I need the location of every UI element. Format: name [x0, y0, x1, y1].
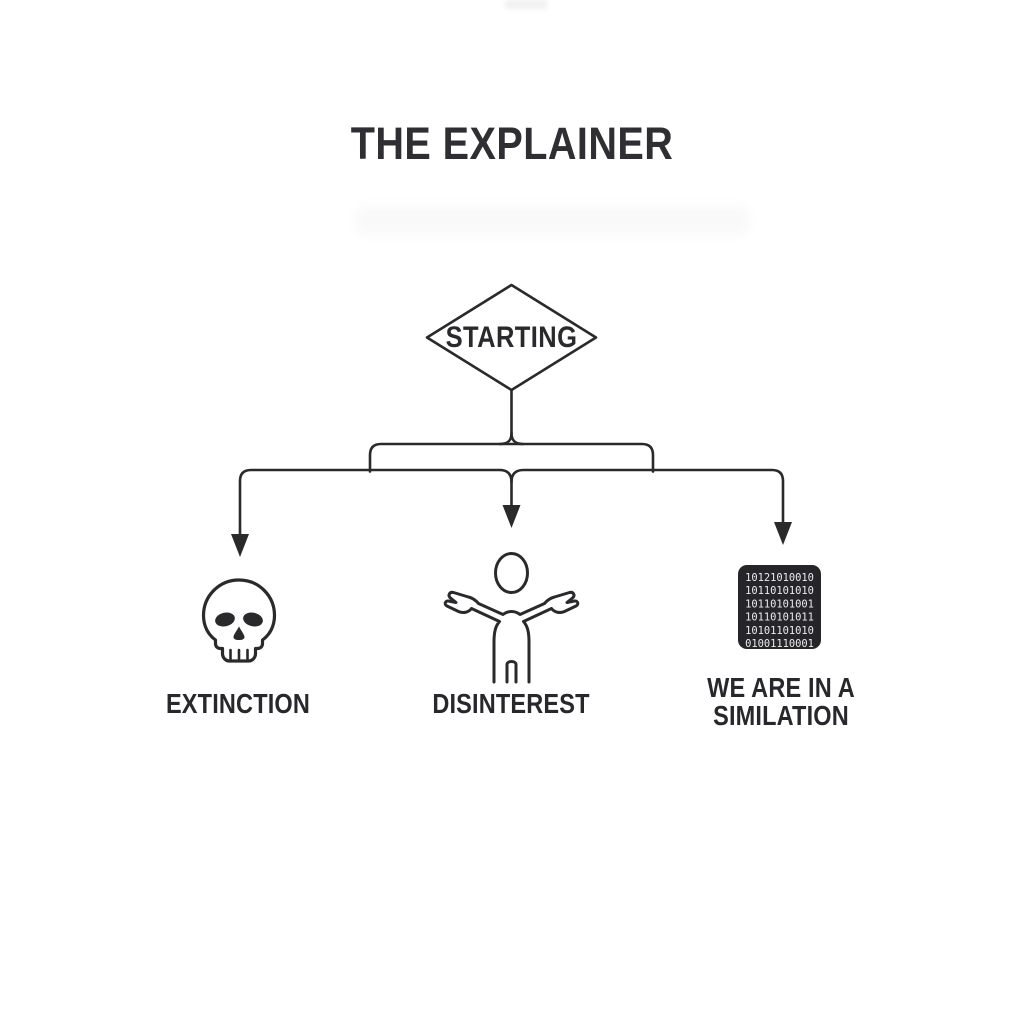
- branch-label-simulation-line1: WE ARE IN A: [707, 672, 855, 703]
- binary-chip-background: [738, 565, 821, 649]
- inner-bracket: [368, 442, 655, 473]
- binary-row: 10110101010: [745, 585, 814, 597]
- skull-icon: [201, 578, 277, 663]
- starting-decision-node: STARTING: [425, 283, 598, 392]
- binary-row: 01001110001: [745, 638, 814, 650]
- page-title: THE EXPLAINER: [350, 118, 674, 169]
- branch-label-extinction: EXTINCTION: [165, 688, 311, 719]
- outer-bracket-right: [510, 468, 785, 526]
- binary-row: 10121010010: [745, 572, 814, 584]
- binary-row: 10110101011: [745, 612, 814, 624]
- binary-rows: 10121010010 10110101010 10110101001 1011…: [745, 572, 814, 650]
- faint-smudge-top: [505, 0, 547, 9]
- branch-label-simulation: WE ARE IN A SIMILATION: [655, 674, 907, 730]
- arrowhead-right: [774, 522, 792, 545]
- connector-lines: [238, 388, 785, 538]
- binary-row: 10110101001: [745, 598, 814, 610]
- diamond-label: STARTING: [446, 320, 578, 353]
- outer-bracket-left: [238, 468, 513, 538]
- arrowhead-left: [231, 534, 249, 557]
- stem-line: [498, 388, 513, 446]
- binary-code-icon: 10121010010 10110101010 10110101001 1011…: [738, 565, 821, 650]
- binary-row: 10101101010: [745, 625, 814, 637]
- faint-ghost-subtitle: [355, 207, 750, 235]
- stem-flare: [510, 431, 525, 446]
- shrugging-person-icon: [443, 552, 580, 684]
- branch-label-disinterest: DISINTEREST: [432, 688, 590, 719]
- branch-label-simulation-line2: SIMILATION: [713, 700, 849, 731]
- arrowheads: [231, 505, 792, 557]
- arrowhead-center: [502, 505, 521, 528]
